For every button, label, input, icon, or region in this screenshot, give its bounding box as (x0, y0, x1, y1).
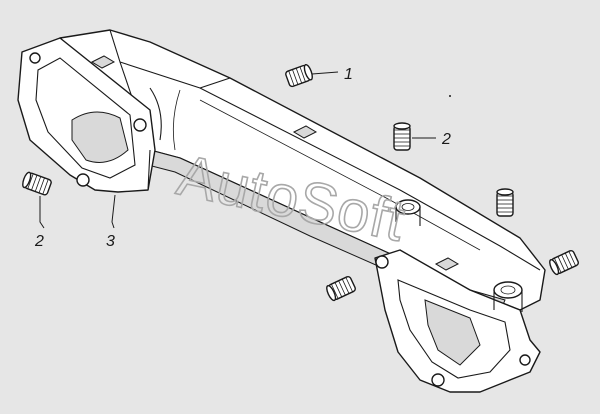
callout-2-left: 2 (34, 233, 44, 250)
stud-lower-left (326, 275, 356, 302)
stud-part-1 (285, 63, 313, 88)
leader-line-1 (311, 71, 339, 75)
leader-line-2-left (39, 196, 45, 229)
stud-right-vertical (496, 188, 514, 217)
stud-part-2-left (22, 171, 52, 196)
leader-line-3 (111, 194, 116, 229)
callout-2-right: 2 (441, 131, 451, 148)
stud-part-2-upper (393, 122, 411, 151)
bracket-part (17, 29, 546, 393)
speck-dot (449, 95, 451, 97)
callout-3: 3 (106, 233, 115, 250)
stud-right-lower (549, 249, 579, 276)
callout-1: 1 (344, 66, 353, 83)
